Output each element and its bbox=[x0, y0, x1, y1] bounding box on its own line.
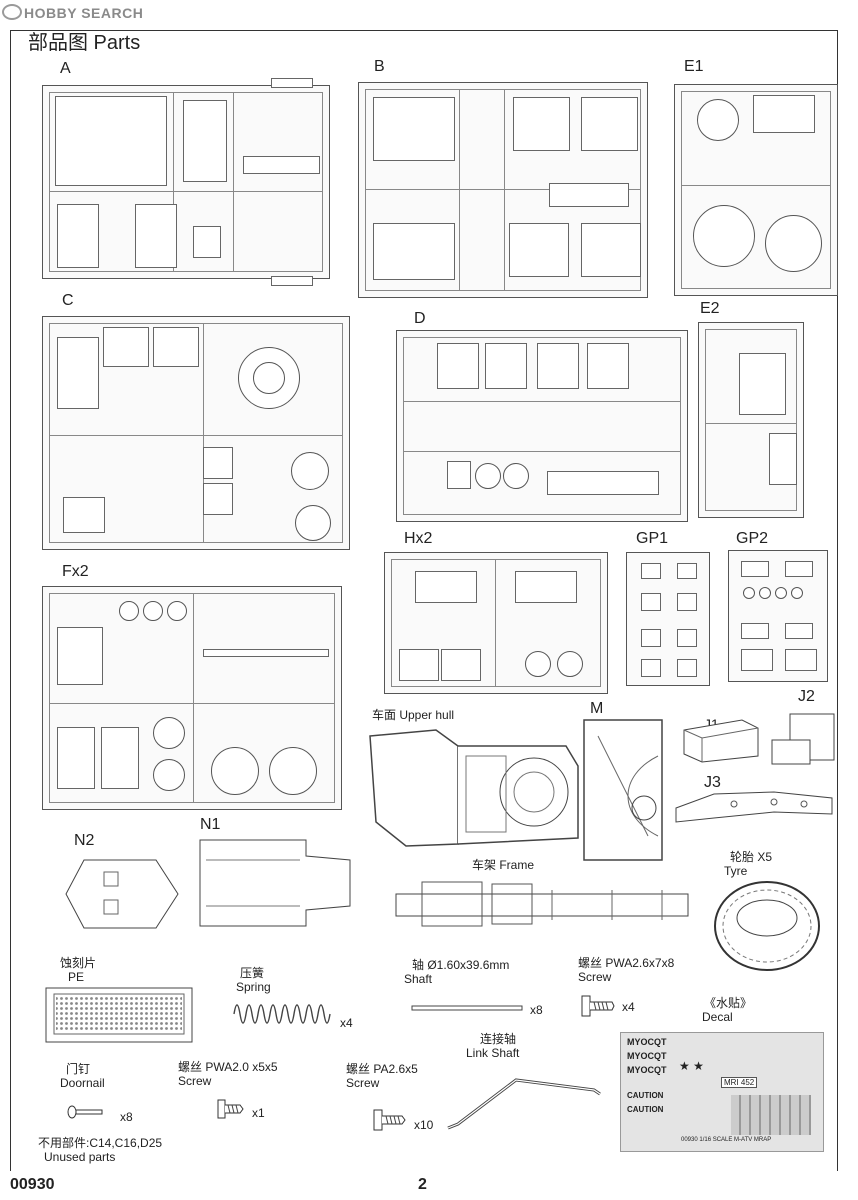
page-frame bbox=[10, 30, 838, 1171]
decal-tag-mri: MRI 452 bbox=[721, 1077, 758, 1088]
part-j2-drawing bbox=[771, 713, 835, 765]
part-n2-drawing bbox=[65, 859, 179, 929]
tyre-drawing bbox=[714, 881, 820, 971]
decal-line-2: MYOCQT bbox=[627, 1051, 667, 1061]
sprue-hx2 bbox=[384, 552, 608, 694]
screw1-qty: x4 bbox=[622, 1000, 635, 1014]
unused-parts-en: Unused parts bbox=[44, 1150, 116, 1164]
screw1-icon bbox=[581, 995, 615, 1017]
decal-sheet: MYOCQT MYOCQT MYOCQT MRI 452 CAUTION CAU… bbox=[620, 1032, 824, 1152]
spring-label-en: Spring bbox=[236, 980, 271, 994]
screw1-label-cn: 螺丝 PWA2.6x7x8 bbox=[578, 956, 675, 970]
doornail-qty: x8 bbox=[120, 1110, 133, 1124]
unused-parts-cn: 不用部件:C14,C16,D25 bbox=[38, 1136, 163, 1150]
screw3-label-cn: 螺丝 PA2.6x5 bbox=[346, 1062, 418, 1076]
page-title: 部品图 Parts bbox=[28, 32, 141, 54]
decal-line-3: MYOCQT bbox=[627, 1065, 667, 1075]
spring-label-cn: 压簧 bbox=[240, 966, 265, 980]
decal-tag-caution-1: CAUTION bbox=[627, 1091, 664, 1100]
link-shaft-label-cn: 连接轴 bbox=[480, 1032, 517, 1046]
sprue-label-gp1: GP1 bbox=[636, 530, 669, 547]
screw2-label-en: Screw bbox=[178, 1074, 212, 1088]
screw3-icon bbox=[373, 1109, 406, 1131]
sprue-label-j3: J3 bbox=[704, 774, 721, 791]
decal-number-block bbox=[731, 1095, 811, 1135]
frame-label: 车架 Frame bbox=[472, 858, 535, 872]
screw2-label-cn: 螺丝 PWA2.0 x5x5 bbox=[178, 1060, 278, 1074]
hobby-logo-icon bbox=[2, 4, 22, 20]
screw3-qty: x10 bbox=[414, 1118, 434, 1132]
decal-label-en: Decal bbox=[702, 1010, 733, 1024]
shaft-label-en: Shaft bbox=[404, 972, 433, 986]
sprue-label-j2: J2 bbox=[798, 688, 815, 705]
screw2-qty: x1 bbox=[252, 1106, 265, 1120]
sprue-fx2 bbox=[42, 586, 342, 810]
screw3-label-en: Screw bbox=[346, 1076, 380, 1090]
page-number: 2 bbox=[418, 1176, 427, 1193]
spring-drawing bbox=[233, 1004, 331, 1024]
sprue-d bbox=[396, 330, 688, 522]
decal-line-1: MYOCQT bbox=[627, 1037, 667, 1047]
upper-hull-drawing bbox=[369, 729, 579, 847]
sprue-label-b: B bbox=[374, 58, 385, 75]
doornail-icon bbox=[67, 1105, 103, 1119]
sprue-c bbox=[42, 316, 350, 550]
sprue-gp2 bbox=[728, 550, 828, 682]
doornail-label-en: Doornail bbox=[60, 1076, 105, 1090]
pe-sheet-drawing bbox=[45, 987, 193, 1043]
decal-label-cn: 《水贴》 bbox=[704, 996, 753, 1010]
product-code: 00930 bbox=[10, 1176, 55, 1193]
sprue-label-a: A bbox=[60, 60, 71, 77]
sprue-label-gp2: GP2 bbox=[736, 530, 769, 547]
sprue-e1 bbox=[674, 84, 838, 296]
decal-caption: 00930 1/16 SCALE M-ATV MRAP bbox=[681, 1137, 772, 1143]
decal-tag-caution-2: CAUTION bbox=[627, 1105, 664, 1114]
sprue-label-c: C bbox=[62, 292, 74, 309]
shaft-qty: x8 bbox=[530, 1003, 543, 1017]
sprue-e2 bbox=[698, 322, 804, 518]
link-shaft-label-en: Link Shaft bbox=[466, 1046, 520, 1060]
doornail-label-cn: 门钉 bbox=[66, 1062, 91, 1076]
part-j3-drawing bbox=[675, 791, 833, 823]
sprue-b bbox=[358, 82, 648, 298]
watermark: HOBBY SEARCH bbox=[2, 4, 143, 21]
part-n1-drawing bbox=[199, 839, 351, 927]
sprue-gp1 bbox=[626, 552, 710, 686]
screw2-icon bbox=[217, 1099, 244, 1119]
tyre-label-cn: 轮胎 X5 bbox=[730, 850, 773, 864]
link-shaft-drawing bbox=[447, 1078, 601, 1130]
sprue-label-m: M bbox=[590, 700, 604, 717]
pe-label-en: PE bbox=[68, 970, 85, 984]
sprue-label-e1: E1 bbox=[684, 58, 704, 75]
screw1-label-en: Screw bbox=[578, 970, 612, 984]
sprue-m-drawing bbox=[583, 719, 663, 861]
pe-label-cn: 蚀刻片 bbox=[60, 956, 97, 970]
upper-hull-label: 车面 Upper hull bbox=[372, 708, 455, 722]
sprue-label-d: D bbox=[414, 310, 426, 327]
part-j1-drawing bbox=[683, 719, 759, 763]
spring-qty: x4 bbox=[340, 1016, 353, 1030]
decal-star-icon: ★ ★ bbox=[679, 1059, 704, 1073]
sprue-label-hx2: Hx2 bbox=[404, 530, 433, 547]
frame-drawing bbox=[395, 881, 689, 927]
sprue-label-fx2: Fx2 bbox=[62, 563, 89, 580]
sprue-label-n2: N2 bbox=[74, 832, 95, 849]
sprue-label-n1: N1 bbox=[200, 816, 221, 833]
shaft-drawing bbox=[411, 1005, 523, 1011]
tyre-label-en: Tyre bbox=[724, 864, 748, 878]
sprue-label-e2: E2 bbox=[700, 300, 720, 317]
shaft-label-cn: 轴 Ø1.60x39.6mm bbox=[412, 958, 510, 972]
sprue-a bbox=[42, 78, 330, 286]
